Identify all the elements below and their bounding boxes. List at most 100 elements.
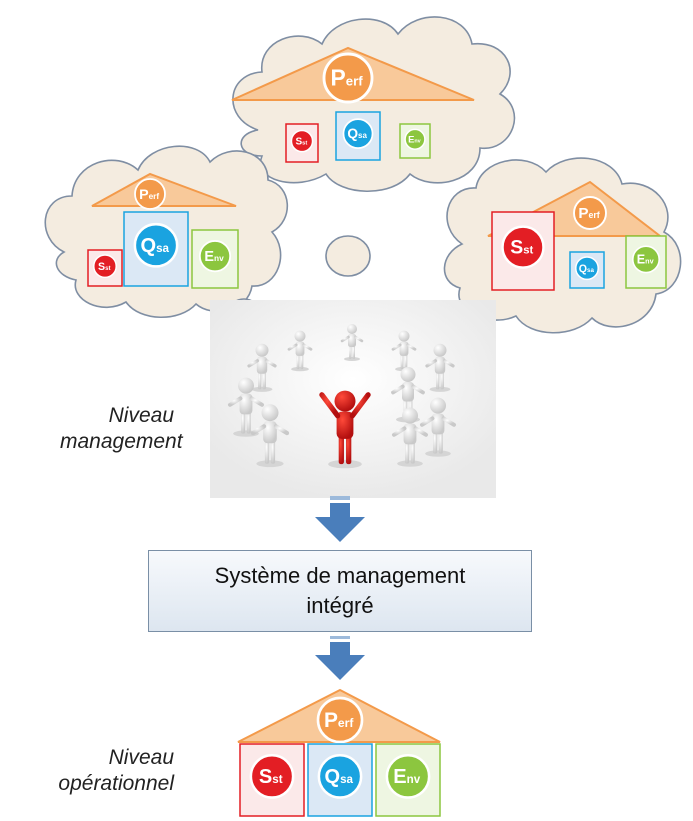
sst-icon-sub: st [105,265,110,272]
perf-icon-sub: erf [149,192,160,201]
team-circle-illustration [210,300,496,498]
svg-text:Perf: Perf [331,65,364,91]
perf-icon-sub: erf [588,210,599,220]
sst-icon: Sst [93,254,117,279]
operational-label-line1: Niveau [108,746,174,769]
svg-text:Qsa: Qsa [140,235,169,257]
env-icon: Env [632,245,660,274]
svg-text:Sst: Sst [259,766,283,788]
red-leader-figure [319,390,371,469]
system-box-line2: intégré [306,593,374,618]
qsa-icon-main: Q [579,263,587,275]
perf-icon-sub: erf [346,74,363,89]
qsa-icon-main: Q [140,235,156,257]
sst-icon-main: S [510,237,523,259]
qsa-icon-main: Q [324,766,340,788]
thought-cloud-top [232,16,516,192]
sst-icon-sub: st [302,140,307,146]
white-figure [247,343,277,392]
svg-text:Perf: Perf [139,187,159,203]
sst-pillar-left: Sst [87,249,123,287]
env-pillar-right: Env [625,235,667,289]
svg-text:Env: Env [408,133,421,144]
sst-pillar-top: Sst [285,123,319,163]
env-icon-main: E [393,766,406,788]
svg-text:Qsa: Qsa [324,766,353,788]
qsa-icon-sub: sa [358,131,367,140]
sst-pillar-operational: Sst [239,743,305,817]
svg-text:Env: Env [637,253,654,267]
white-figure [425,343,455,392]
white-figure [287,330,313,372]
perf-icon: Perf [573,196,607,230]
sst-icon-main: S [98,261,105,273]
qsa-icon: Qsa [575,256,599,281]
svg-text:Sst: Sst [510,237,533,259]
sst-icon-sub: st [523,245,533,257]
perf-icon-main: P [139,187,149,203]
svg-text:Sst: Sst [295,136,307,147]
roof-left-cloud: Perf [91,172,237,210]
sst-icon-main: S [259,766,272,788]
qsa-pillar-right: Qsa [569,251,605,289]
perf-icon: Perf [134,178,166,210]
roof-top-cloud: Perf [231,46,475,104]
env-pillar-top: Env [399,123,431,159]
env-icon-main: E [637,253,645,267]
white-figure [340,324,364,361]
env-icon: Env [198,240,232,273]
operational-label-line2: opérationnel [58,772,174,795]
qsa-icon-main: Q [347,126,358,141]
svg-text:Qsa: Qsa [347,126,367,141]
env-icon-main: E [204,249,214,265]
svg-text:Env: Env [393,766,420,788]
sst-icon: Sst [290,129,314,153]
perf-icon-main: P [331,65,346,91]
svg-text:Env: Env [204,249,224,265]
svg-text:Perf: Perf [578,205,599,222]
perf-icon-main: P [324,709,338,732]
qsa-pillar-top: Qsa [335,111,381,161]
svg-text:Qsa: Qsa [579,263,595,275]
svg-text:Perf: Perf [324,709,354,732]
env-icon-sub: nv [407,773,421,786]
operational-level-label: Niveau opérationnel [20,745,174,797]
sst-icon: Sst [501,225,545,269]
white-figure [250,404,290,468]
management-label-line2: management [60,430,183,453]
arrow-down-to-system [315,496,365,542]
env-icon-sub: nv [414,138,420,144]
white-figure [392,407,428,467]
env-icon-sub: nv [645,257,653,266]
management-level-label: Niveau management [60,403,183,455]
qsa-icon: Qsa [133,222,179,268]
system-box-line1: Système de management [214,563,466,588]
perf-icon-main: P [578,205,588,222]
arrow-down-to-operations [315,636,365,680]
management-label-line1: Niveau [108,404,174,427]
env-icon-sub: nv [214,253,224,263]
qsa-pillar-left: Qsa [123,211,189,287]
env-pillar-left: Env [191,229,239,289]
qsa-icon-sub: sa [156,242,169,255]
qsa-pillar-operational: Qsa [307,743,373,817]
env-icon: Env [385,754,431,799]
sst-icon: Sst [249,754,295,799]
qsa-icon: Qsa [317,754,363,799]
roof-operational: Perf [237,688,441,744]
perf-icon: Perf [322,52,374,104]
white-figure [420,397,456,457]
perf-icon: Perf [316,696,364,744]
sst-icon-sub: st [272,773,282,786]
env-icon-main: E [408,133,414,144]
qsa-icon-sub: sa [340,773,353,786]
svg-text:Sst: Sst [98,261,111,273]
qsa-icon-sub: sa [587,267,594,274]
qsa-icon: Qsa [342,118,374,149]
env-icon: Env [404,128,426,150]
perf-icon-sub: erf [338,716,354,730]
integrated-management-system-box: Système de management intégré [148,550,532,632]
sst-icon-main: S [295,136,302,147]
sst-pillar-right: Sst [491,211,555,291]
